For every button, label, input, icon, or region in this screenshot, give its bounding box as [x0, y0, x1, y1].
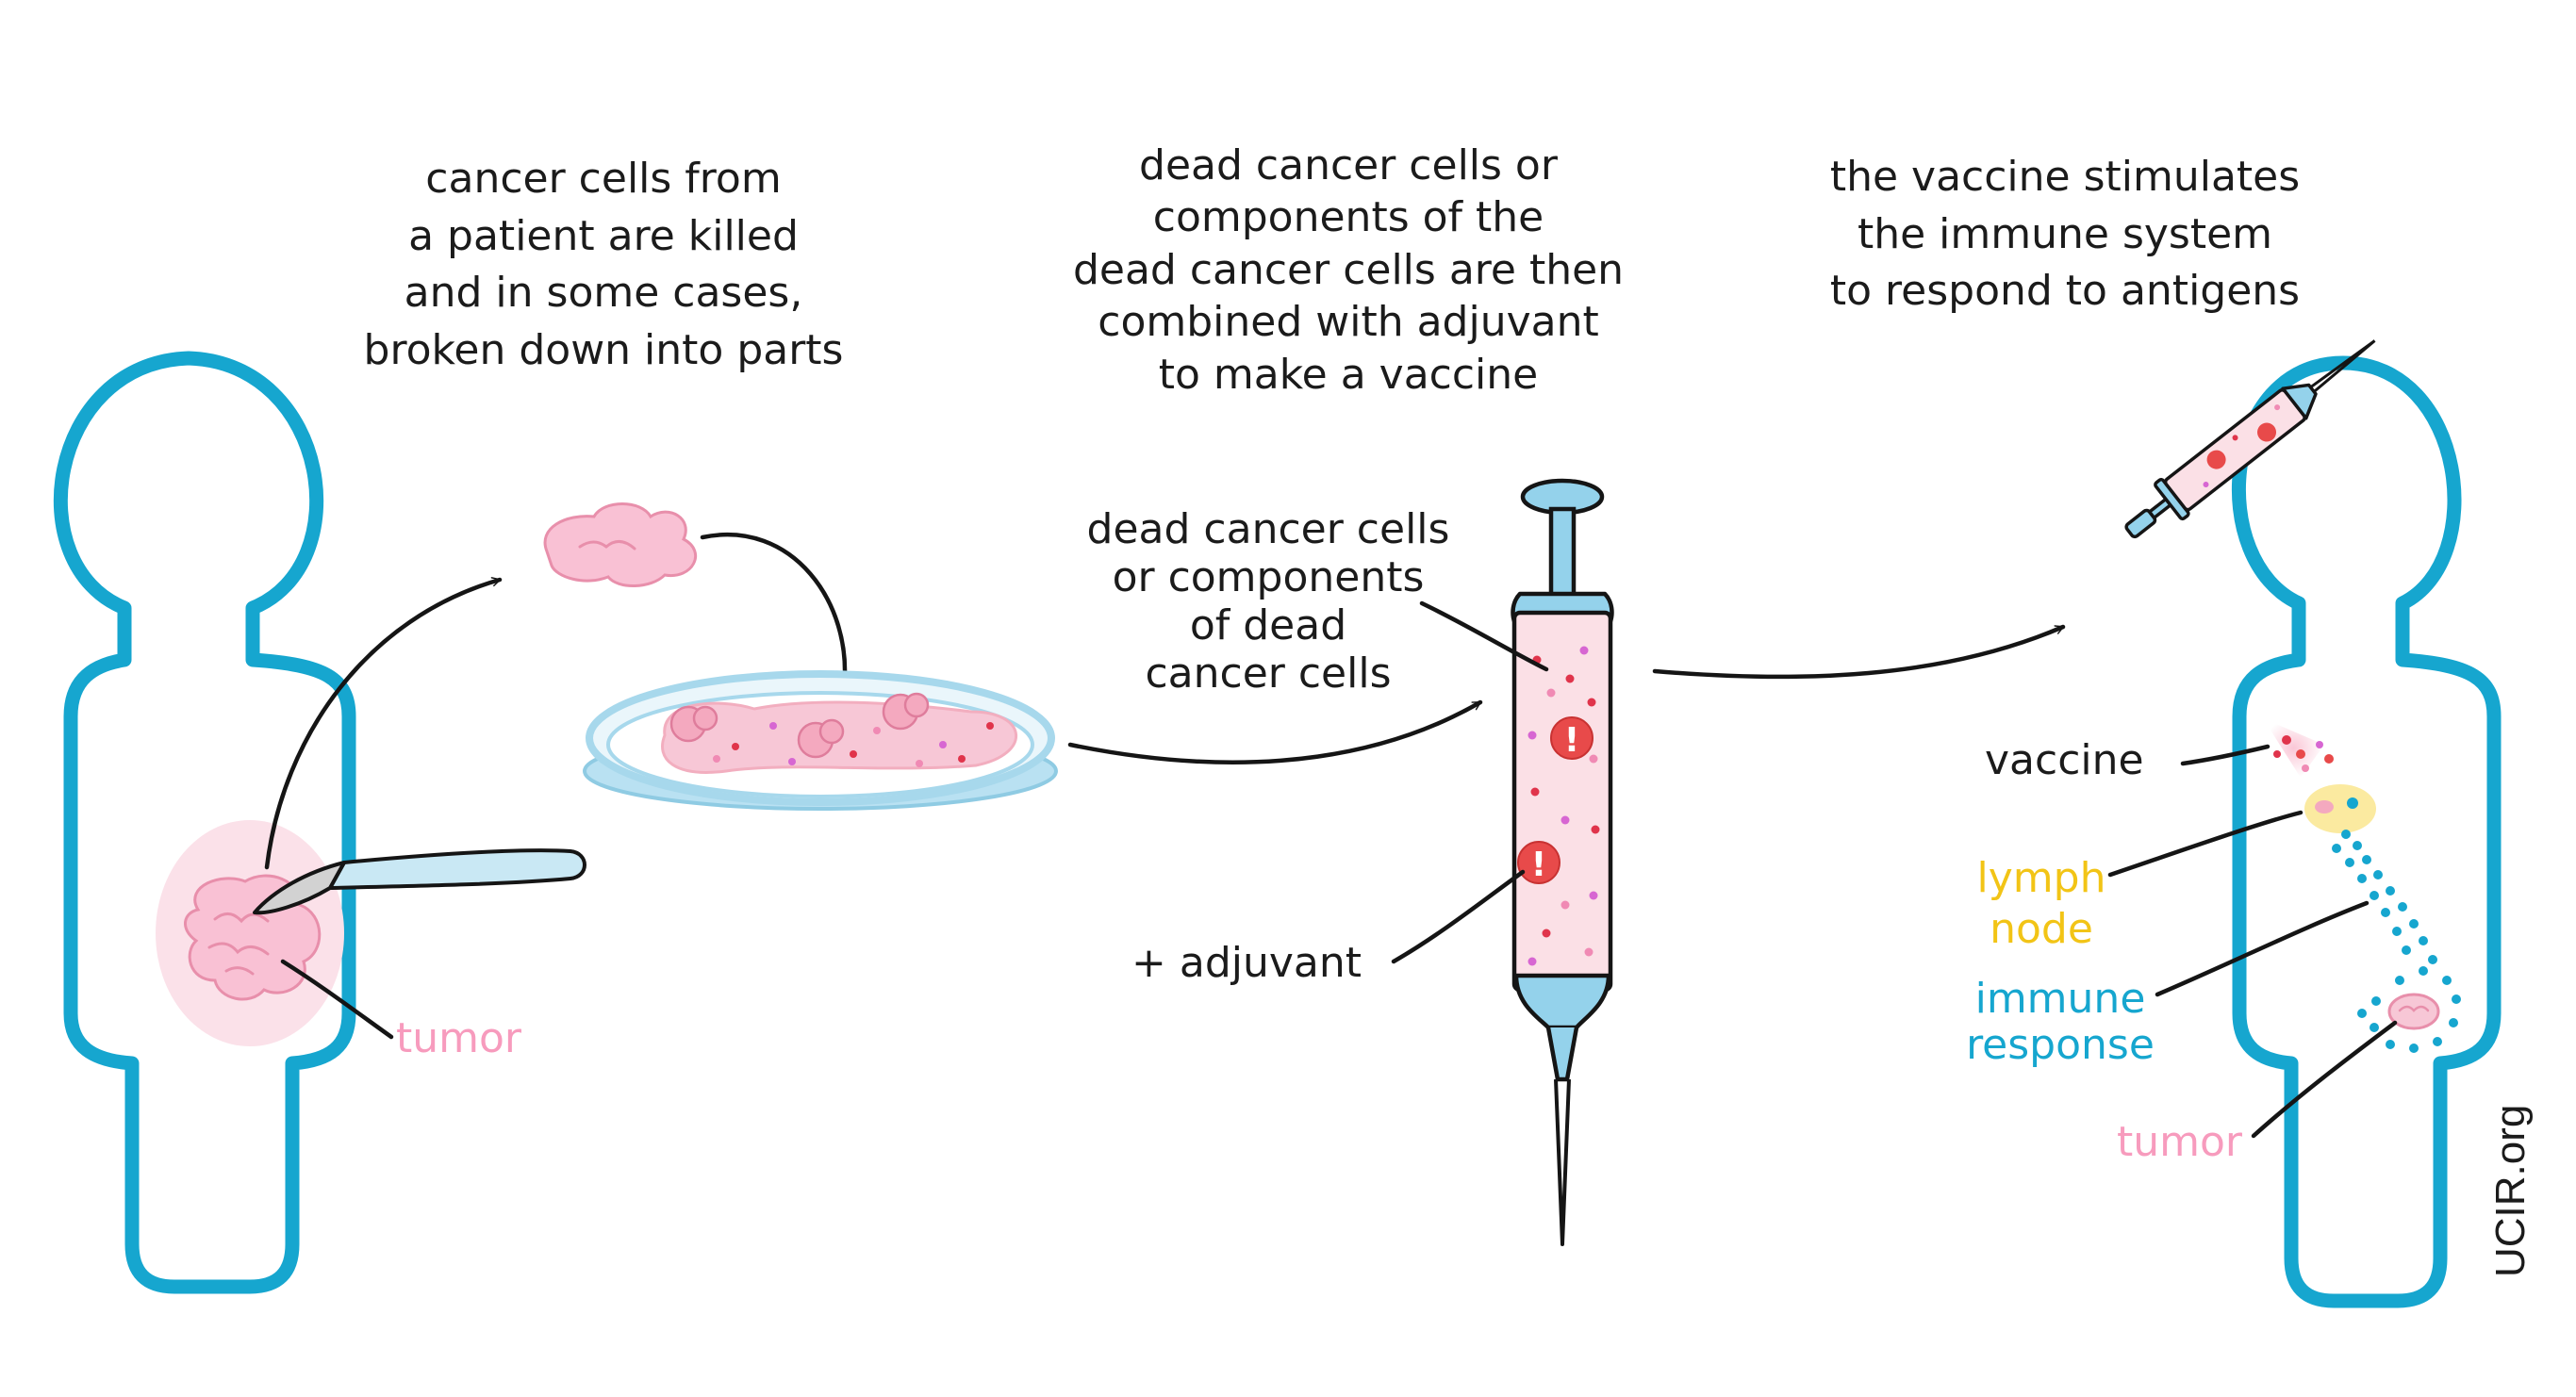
adjuvant-leader	[1394, 872, 1523, 961]
lymph-node-icon	[2304, 784, 2376, 833]
adjuvant-label: + adjuvant	[1131, 938, 1362, 989]
step3-caption: the vaccine stimulates the immune system…	[1735, 149, 2395, 320]
syringe-icon: ! !	[1513, 481, 1612, 1244]
exclamation-icon: !	[1551, 717, 1593, 760]
vaccine-label: vaccine	[1985, 735, 2144, 786]
dead-cells-label: dead cancer cells or components of dead …	[1065, 505, 1471, 698]
excised-tissue	[545, 504, 696, 586]
arrow-to-dish	[702, 534, 845, 688]
person-outline-icon	[60, 358, 349, 1287]
svg-text:!: !	[1531, 846, 1546, 884]
exclamation-icon: !	[1518, 842, 1560, 884]
person-outline-icon	[2238, 363, 2494, 1301]
svg-text:!: !	[1564, 721, 1579, 760]
step1-caption: cancer cells from a patient are killed a…	[283, 151, 924, 380]
tumor-right-label: tumor	[2117, 1117, 2242, 1168]
watermark-ucir: UCIR.org	[2487, 1105, 2535, 1277]
step2-caption: dead cancer cells or components of the d…	[999, 140, 1697, 401]
immune-response-label: immune response	[1952, 976, 2169, 1069]
arrow-to-syringe	[1070, 702, 1480, 763]
right-person	[2238, 363, 2494, 1301]
tumor-left-label: tumor	[396, 1013, 521, 1064]
petri-dish-icon	[585, 674, 1056, 809]
arrow-to-patient	[1655, 627, 2063, 677]
left-person	[60, 358, 585, 1287]
lymph-node-label: lymph node	[1971, 853, 2112, 954]
